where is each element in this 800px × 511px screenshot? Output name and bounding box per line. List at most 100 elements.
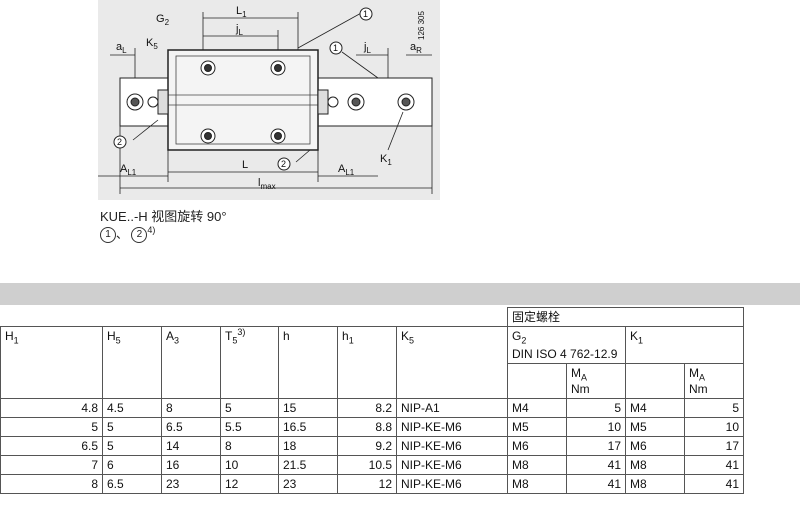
table-cell: 21.5 [278,455,338,475]
table-cell: 17 [566,436,626,456]
table-cell: 15 [278,398,338,418]
col-header-K5: K5 [396,326,508,399]
table-cell: 10 [566,417,626,437]
table-cell: M8 [507,455,567,475]
table-cell: 23 [278,474,338,494]
col-header-G2-standard: DIN ISO 4 762-12.9 [507,345,626,364]
label-jL-rail: jL [363,41,371,55]
table-cell: 6.5 [102,474,162,494]
table-cell: 8.8 [337,417,397,437]
table-cell: 5 [102,436,162,456]
table-cell: 18 [278,436,338,456]
table-cell: 4.8 [0,398,103,418]
dimension-table: 固定螺栓 H1 H5 A3 T53) h h1 K5 G2 K1 DIN ISO… [0,307,744,494]
table-cell: 10 [220,455,279,475]
table-cell: M8 [507,474,567,494]
table-cell: M8 [625,455,685,475]
table-cell: 8 [161,398,221,418]
table-cell: 5 [566,398,626,418]
table-cell: 23 [161,474,221,494]
label-L1: L1 [236,5,247,19]
table-cell: 12 [337,474,397,494]
technical-drawing: aL K5 G2 L1 jL jL aR AL1 L AL1 K1 lmax 1… [98,0,440,200]
table-cell: 5 [684,398,744,418]
table-cell: 16.5 [278,417,338,437]
table-cell: 16 [161,455,221,475]
svg-text:2: 2 [281,159,286,169]
col-header-K1: K1 [625,326,744,364]
table-cell: NIP-A1 [396,398,508,418]
carriage-inner [175,55,311,145]
table-cell: 8.2 [337,398,397,418]
col-header-h1: h1 [337,326,397,399]
table-cell: 41 [684,474,744,494]
label-aL: aL [116,41,127,55]
callout-1-marker: 1 [100,226,116,243]
label-AL1-right: AL1 [338,163,355,177]
table-cell: 4.5 [102,398,162,418]
table-cell: 6 [102,455,162,475]
figure-caption: KUE..-H 视图旋转 90° [100,209,227,224]
table-cell: NIP-KE-M6 [396,474,508,494]
table-cell: M6 [507,436,567,456]
table-cell: 8 [220,436,279,456]
carriage-bolt-holes [200,60,286,144]
table-cell: 8 [0,474,103,494]
table-cell: NIP-KE-M6 [396,455,508,475]
table-cell: 9.2 [337,436,397,456]
label-K1: K1 [380,153,392,167]
svg-text:1: 1 [363,9,368,19]
callout-separator: 、 [116,227,129,241]
table-cell: 6.5 [0,436,103,456]
table-cell: 17 [684,436,744,456]
table-cell: 5 [220,398,279,418]
col-header-G2: G2 [507,326,626,345]
svg-text:1: 1 [333,43,338,53]
label-K5: K5 [146,37,158,51]
footnote-ref: 4) [147,225,156,235]
group-header-bolts: 固定螺栓 [507,307,744,327]
table-cell: 6.5 [161,417,221,437]
table-cell: M5 [625,417,685,437]
table-cell: M4 [507,398,567,418]
table-cell: 41 [566,474,626,494]
col-header-h: h [278,326,338,399]
col-header-A3: A3 [161,326,221,399]
table-cell: 5 [102,417,162,437]
dimension-lines [98,11,433,194]
label-AL1-left: AL1 [120,163,137,177]
rail-holes [126,93,415,111]
table-cell: 41 [566,455,626,475]
table-cell: M5 [507,417,567,437]
table-cell: 5.5 [220,417,279,437]
col-header-T5: T53) [220,326,279,399]
label-aR: aR [410,41,422,55]
carriage-block [167,49,319,151]
drawing-ref-number: 126 305 [417,11,426,40]
label-G2: G2 [156,13,170,27]
table-cell: 7 [0,455,103,475]
label-lmax: lmax [258,177,276,191]
callout-markers: 1 1 2 2 [113,7,373,171]
table-cell: 12 [220,474,279,494]
table-cell: NIP-KE-M6 [396,436,508,456]
col-header-H1: H1 [0,326,103,399]
section-divider-bar [0,283,800,305]
table-cell: 10.5 [337,455,397,475]
drawing-svg: aL K5 G2 L1 jL jL aR AL1 L AL1 K1 lmax 1… [98,5,433,194]
table-cell: 41 [684,455,744,475]
table-cell: 10 [684,417,744,437]
col-header-H5: H5 [102,326,162,399]
end-seals [147,89,339,115]
table-cell: 14 [161,436,221,456]
table-cell: 5 [0,417,103,437]
